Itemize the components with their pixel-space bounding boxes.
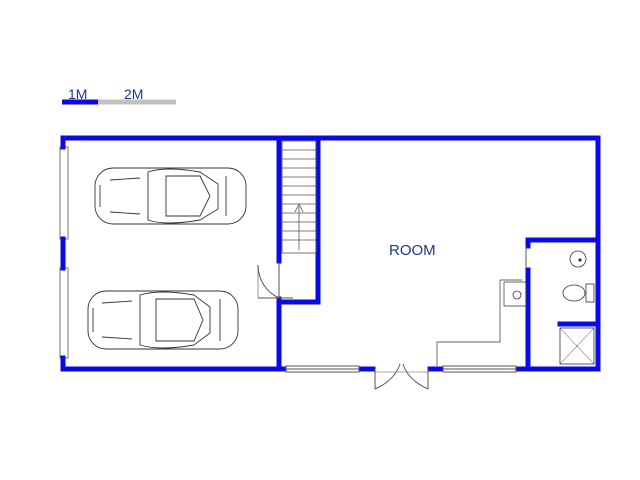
room-label: ROOM [389,242,436,259]
counter-outline [436,279,527,366]
scale-bar: 1M 2M [62,86,176,105]
sink-icon [512,250,587,300]
walls [60,135,601,372]
bottom-windows [285,365,517,373]
toilet-icon [562,283,595,303]
car-icon [94,167,247,225]
car-icon [87,290,239,350]
scale-label-2m: 2M [124,86,143,102]
scale-label-1m: 1M [68,86,87,102]
stairs-icon [281,140,317,254]
door-swing-icon [257,262,293,299]
double-door-icon [374,363,429,390]
shower-icon [559,327,595,365]
